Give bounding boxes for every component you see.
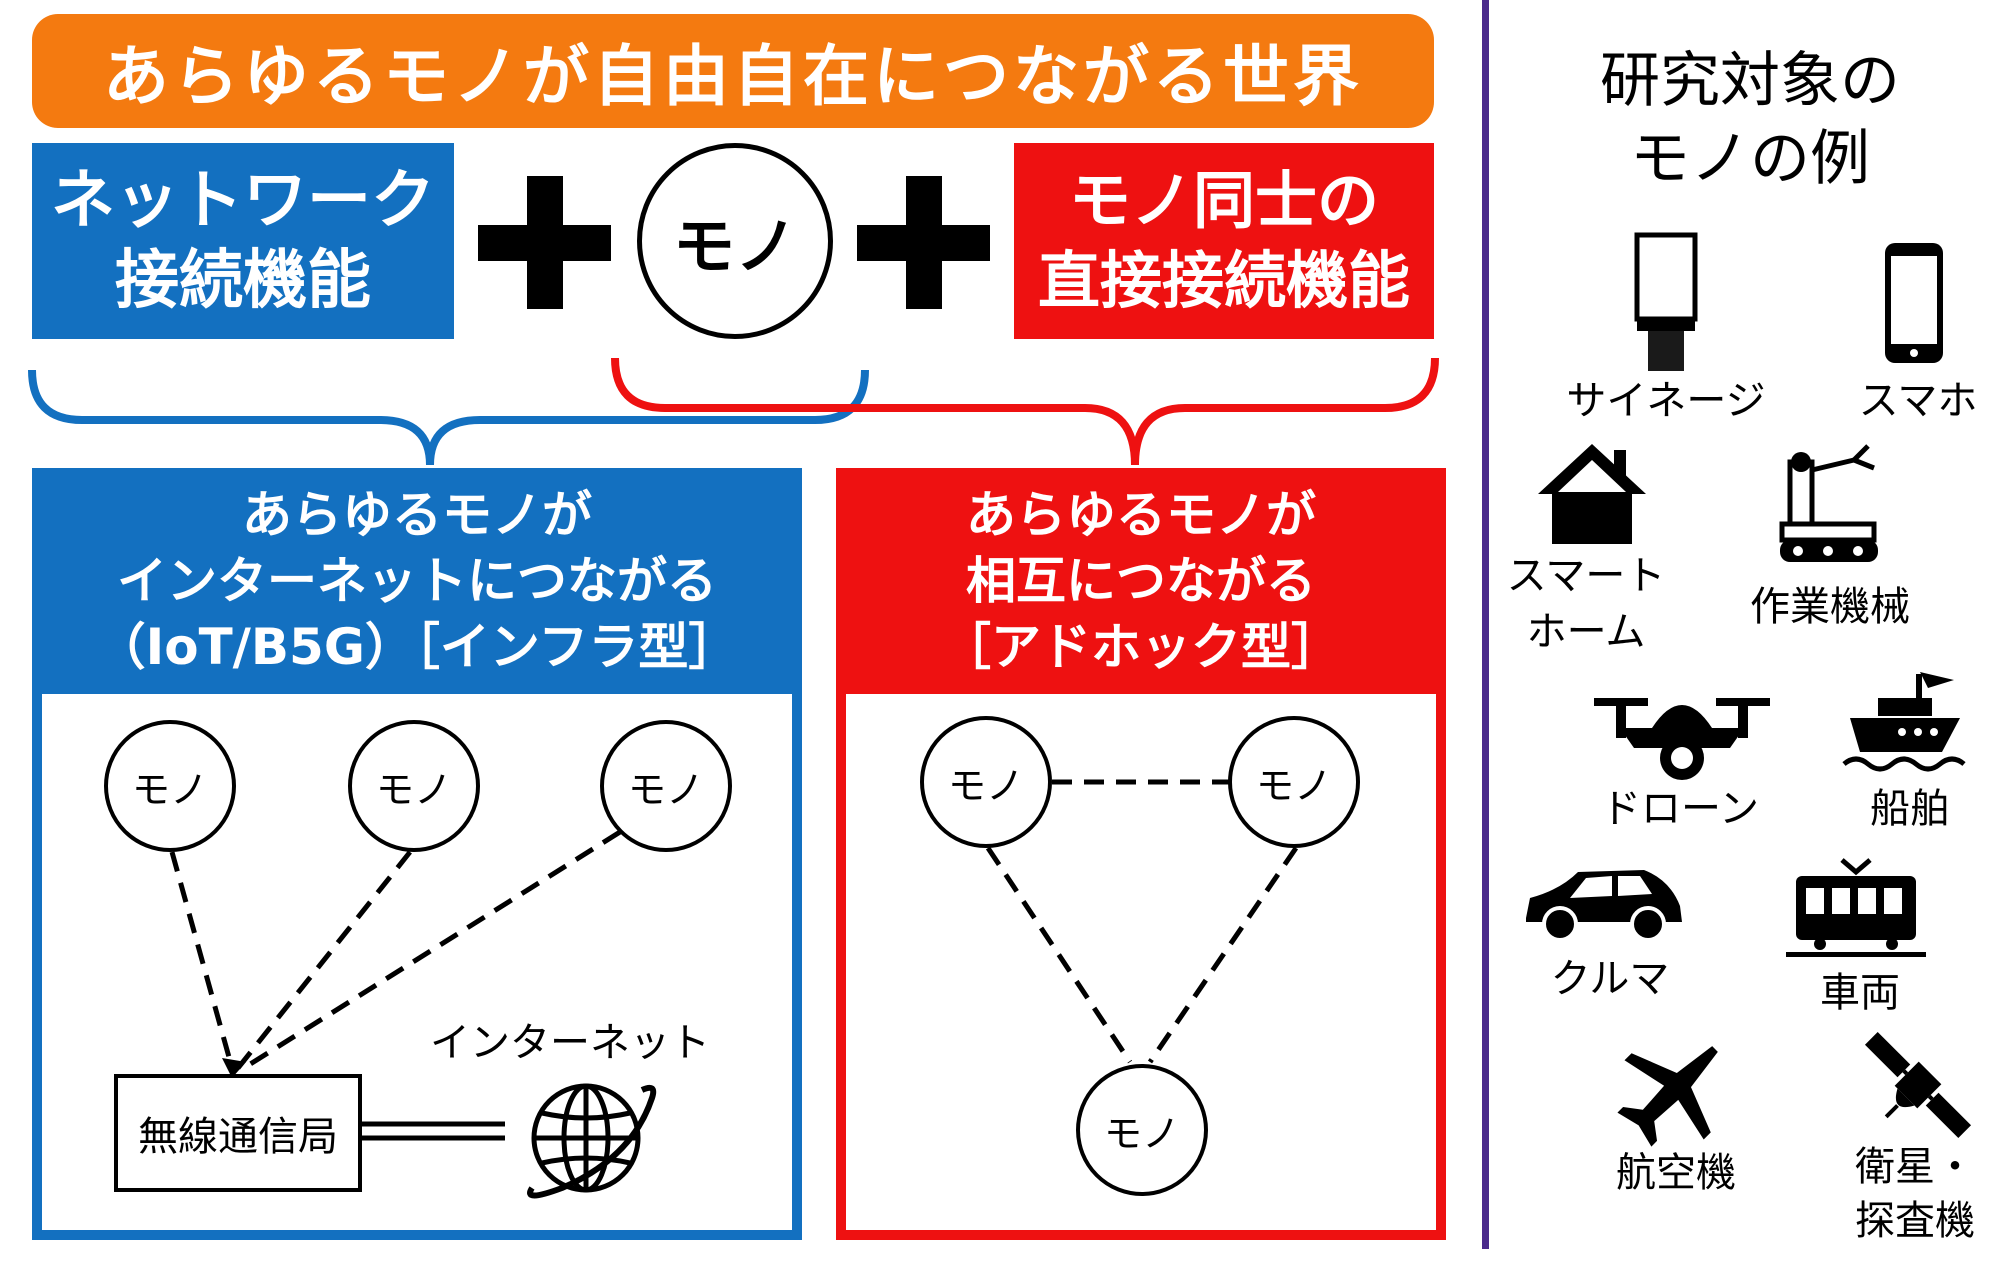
- adhoc-title-line1: あらゆるモノが: [966, 486, 1316, 544]
- direct-connection-box: モノ同士の 直接接続機能: [1014, 143, 1434, 339]
- signage-icon: [1634, 232, 1698, 371]
- label-car: クルマ: [1550, 956, 1670, 1002]
- drone-icon: [1594, 698, 1770, 780]
- direct-label-line2: 直接接続機能: [1037, 244, 1410, 317]
- network-connection-box: ネットワーク 接続機能: [32, 143, 454, 339]
- infra-title-line2: インターネットにつながる: [116, 552, 717, 610]
- plus-icon-left-v: [527, 176, 563, 309]
- sidebar-title-line2: モノの例: [1630, 124, 1870, 194]
- ship-icon: [1842, 672, 1966, 772]
- infra-title-line1: あらゆるモノが: [241, 486, 592, 544]
- mono-circle: モノ: [637, 143, 833, 339]
- adhoc-node-1: モノ: [920, 716, 1052, 848]
- page-title: あらゆるモノが自由自在につながる世界: [103, 38, 1363, 115]
- infra-node-1: モノ: [104, 720, 236, 852]
- red-brace: [611, 357, 1439, 466]
- network-label-line1: ネットワーク: [51, 164, 435, 238]
- mono-label: モノ: [672, 210, 797, 283]
- car-icon: [1526, 870, 1682, 942]
- label-signage: サイネージ: [1566, 378, 1766, 424]
- infra-node-3: モノ: [600, 720, 732, 852]
- label-smart-home: スマート ホーム: [1506, 553, 1666, 655]
- label-ship: 船舶: [1870, 786, 1950, 832]
- label-work-machine: 作業機械: [1750, 584, 1910, 630]
- adhoc-node-2: モノ: [1228, 716, 1360, 848]
- network-label-line2: 接続機能: [115, 244, 371, 318]
- infra-title-line3: （IoT/B5G）［インフラ型］: [95, 618, 739, 676]
- adhoc-links: [985, 779, 1299, 1064]
- blue-brace: [28, 369, 869, 466]
- adhoc-panel-header: あらゆるモノが 相互につながる ［アドホック型］: [836, 468, 1446, 694]
- adhoc-title-line3: ［アドホック型］: [941, 618, 1341, 676]
- label-aircraft: 航空機: [1616, 1150, 1736, 1196]
- grouping-braces: [28, 357, 1439, 466]
- internet-label: インターネット: [430, 1020, 710, 1066]
- infra-node-2: モノ: [348, 720, 480, 852]
- sidebar-title-line1: 研究対象の: [1600, 46, 1900, 116]
- label-drone: ドローン: [1601, 786, 1759, 832]
- smartphone-icon: [1885, 243, 1943, 363]
- radio-station-label: 無線通信局: [138, 1114, 338, 1160]
- plus-icon-right-v: [906, 176, 942, 309]
- radio-station-box: 無線通信局: [114, 1074, 362, 1192]
- infrastructure-links: [169, 829, 622, 1141]
- adhoc-title-line2: 相互につながる: [966, 552, 1316, 610]
- train-icon: [1786, 858, 1926, 957]
- globe-icon: [527, 1083, 657, 1199]
- direct-label-line1: モノ同士の: [1068, 164, 1379, 237]
- vertical-divider: [1482, 0, 1489, 1249]
- label-satellite: 衛星・ 探査機: [1855, 1144, 1975, 1244]
- house-icon: [1538, 444, 1646, 544]
- airplane-icon: [1617, 1046, 1718, 1147]
- adhoc-node-3: モノ: [1076, 1064, 1208, 1196]
- page-title-banner: あらゆるモノが自由自在につながる世界: [32, 14, 1434, 128]
- satellite-icon: [1864, 1031, 1972, 1139]
- label-train: 車両: [1820, 970, 1900, 1016]
- label-smartphone: スマホ: [1858, 378, 1978, 424]
- sidebar-title: 研究対象の モノの例: [1500, 42, 2000, 198]
- infrastructure-panel-header: あらゆるモノが インターネットにつながる （IoT/B5G）［インフラ型］: [32, 468, 802, 694]
- robot-arm-icon: [1779, 444, 1878, 562]
